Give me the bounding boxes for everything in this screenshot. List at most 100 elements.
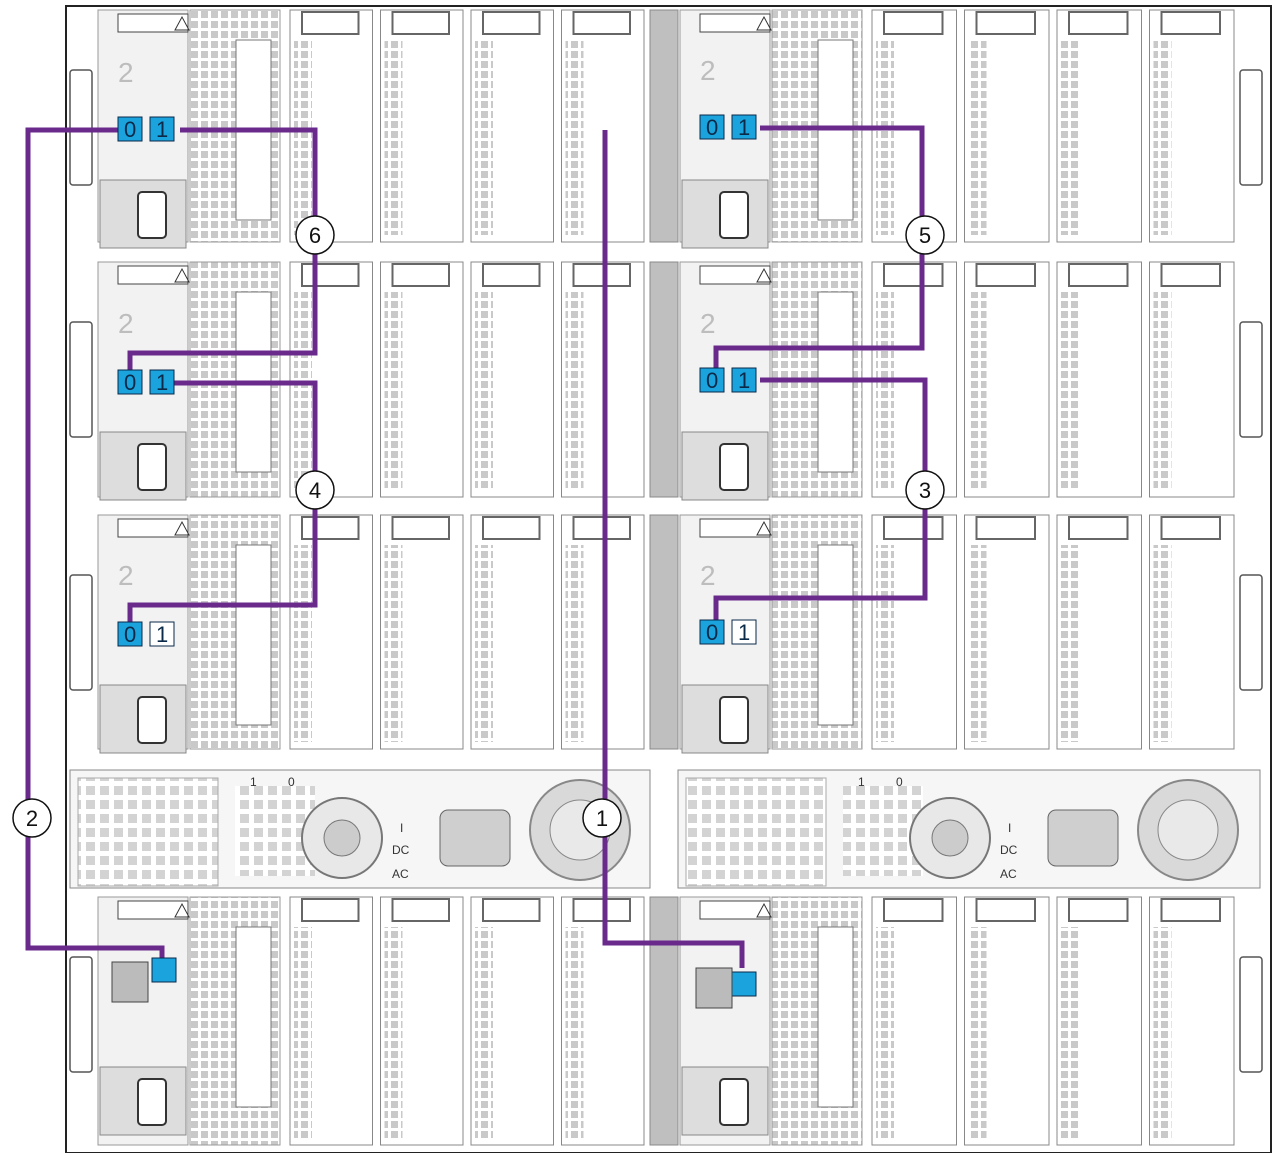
midplane-strip <box>650 10 678 242</box>
sas-cage <box>818 545 853 725</box>
power-inlet <box>1048 810 1118 866</box>
drive-blank-vent <box>1061 927 1079 1138</box>
drive-blank <box>872 897 957 1145</box>
drive-blank-handle <box>1069 517 1128 539</box>
sas-port-1-label: 1 <box>156 622 168 647</box>
sas-port-2-label: 2 <box>118 57 134 88</box>
drive-blank-handle <box>574 12 631 34</box>
drive-blank-vent <box>876 292 894 490</box>
drive-blank-handle <box>1069 12 1128 34</box>
sas-port-0-label: 0 <box>706 620 718 645</box>
drive-blank <box>381 262 464 497</box>
drive-blank-handle <box>483 517 540 539</box>
drive-blank <box>965 10 1050 242</box>
drive-blank <box>290 897 373 1145</box>
drive-blank-vent <box>385 40 403 235</box>
drive-blank-vent <box>294 545 312 742</box>
drive-blank-vent <box>1061 545 1079 742</box>
callout-4: 4 <box>296 471 334 509</box>
sas-cage <box>236 545 271 725</box>
psu-label-i: I <box>1008 821 1011 835</box>
drive-blank <box>965 897 1050 1145</box>
drive-blank <box>1150 10 1235 242</box>
label-plate <box>118 519 188 537</box>
drive-blank-vent <box>876 545 894 742</box>
drive-blank <box>1057 515 1142 749</box>
drive-blank-vent <box>1061 292 1079 490</box>
drive-blank-vent <box>1154 927 1172 1138</box>
drive-blank-handle <box>884 899 943 921</box>
rail-left <box>70 322 92 437</box>
network-port-icon <box>720 697 748 743</box>
psu-label-zero: 0 <box>896 775 903 789</box>
drive-blank-handle <box>483 899 540 921</box>
drive-blank-handle <box>483 12 540 34</box>
psu-label-dc: DC <box>392 843 410 857</box>
drive-blank-handle <box>977 12 1036 34</box>
sas-port-1: 1 <box>150 370 174 395</box>
drive-blank-vent <box>385 927 403 1138</box>
psu-label-one: 1 <box>250 775 257 789</box>
rail-right <box>1240 70 1262 185</box>
drive-blank-handle <box>977 264 1036 286</box>
drive-blank-vent <box>475 545 493 742</box>
callout-label: 1 <box>596 806 608 831</box>
sas-port-0: 0 <box>700 115 724 140</box>
drive-blank-handle <box>884 264 943 286</box>
network-port-icon-body <box>732 972 756 996</box>
drive-blank-handle <box>574 899 631 921</box>
label-plate <box>118 266 188 284</box>
drive-blank <box>1057 10 1142 242</box>
midplane-strip <box>650 897 678 1145</box>
label-plate <box>118 14 188 32</box>
drive-blank <box>471 897 554 1145</box>
drive-blank-vent <box>294 292 312 490</box>
drive-blank-vent <box>1154 40 1172 235</box>
drive-blank-vent <box>1154 545 1172 742</box>
drive-blank-vent <box>876 927 894 1138</box>
sas-port-1: 1 <box>732 368 756 393</box>
network-port-icon <box>138 192 166 238</box>
drive-blank-handle <box>977 899 1036 921</box>
drive-blank <box>1057 262 1142 497</box>
network-port-icon <box>138 444 166 490</box>
drive-blank <box>290 515 373 749</box>
sas-port-0-label: 0 <box>124 622 136 647</box>
psu-vent <box>78 778 218 886</box>
sas-port-1-label: 1 <box>738 368 750 393</box>
drive-blank-handle <box>977 517 1036 539</box>
drive-blank-handle <box>393 899 450 921</box>
drive-blank-handle <box>1162 12 1221 34</box>
drive-blank-handle <box>574 264 631 286</box>
callout-2: 2 <box>13 799 51 837</box>
drive-blank-handle <box>884 517 943 539</box>
rail-left <box>70 575 92 690</box>
psu-label-dc: DC <box>1000 843 1018 857</box>
sas-port-1: 1 <box>732 620 756 645</box>
network-port-icon-body <box>152 958 176 982</box>
drive-blank <box>1150 897 1235 1145</box>
drive-blank <box>471 262 554 497</box>
network-port-icon <box>732 972 756 996</box>
sas-port-2-label: 2 <box>700 55 716 86</box>
sas-port-0: 0 <box>700 620 724 645</box>
sas-port-0-label: 0 <box>706 368 718 393</box>
fan-hub <box>1158 800 1218 860</box>
fan-hub <box>932 820 968 856</box>
sas-port-0: 0 <box>118 370 142 395</box>
label-plate <box>700 14 770 32</box>
drive-blank-handle <box>1162 517 1221 539</box>
drive-blank <box>471 515 554 749</box>
drive-blank-vent <box>294 927 312 1138</box>
drive-blank-vent <box>566 40 584 235</box>
rail-left <box>70 957 92 1072</box>
drive-blank-handle <box>1162 899 1221 921</box>
psu-label-ac: AC <box>1000 867 1017 881</box>
psu-vent <box>686 778 826 886</box>
network-port-icon <box>152 958 176 982</box>
drive-blank-vent <box>385 545 403 742</box>
label-plate <box>700 519 770 537</box>
sas-port-2-label: 2 <box>700 308 716 339</box>
callout-1: 1 <box>583 799 621 837</box>
